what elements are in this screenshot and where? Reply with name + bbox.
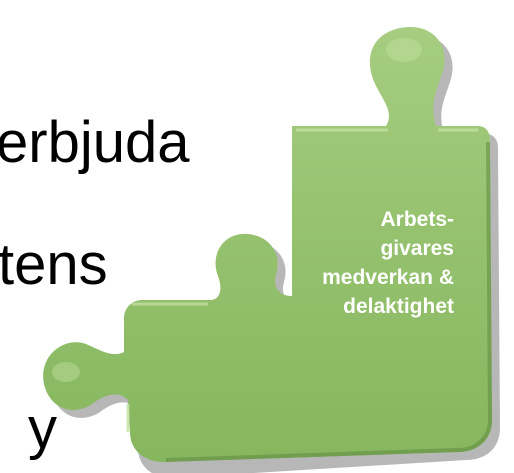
puzzle-left-knob-highlight (52, 362, 80, 382)
puzzle-knob-highlight (386, 38, 422, 62)
slide-text-line-2: tens (0, 232, 108, 297)
slide-text-line-1: erbjuda (0, 110, 190, 175)
puzzle-piece-body (43, 26, 492, 462)
puzzle-label-line-4: delaktighet (343, 295, 454, 318)
puzzle-label-line-3: medverkan & (322, 266, 454, 289)
puzzle-piece-edge-shade (165, 141, 493, 462)
puzzle-label-line-1: Arbets- (380, 208, 454, 231)
puzzle-label-line-2: givares (380, 237, 454, 260)
puzzle-piece-highlight (126, 128, 478, 432)
slide-text-line-3: y (28, 396, 57, 461)
puzzle-piece-label: Arbets- givares medverkan & delaktighet (322, 205, 454, 321)
